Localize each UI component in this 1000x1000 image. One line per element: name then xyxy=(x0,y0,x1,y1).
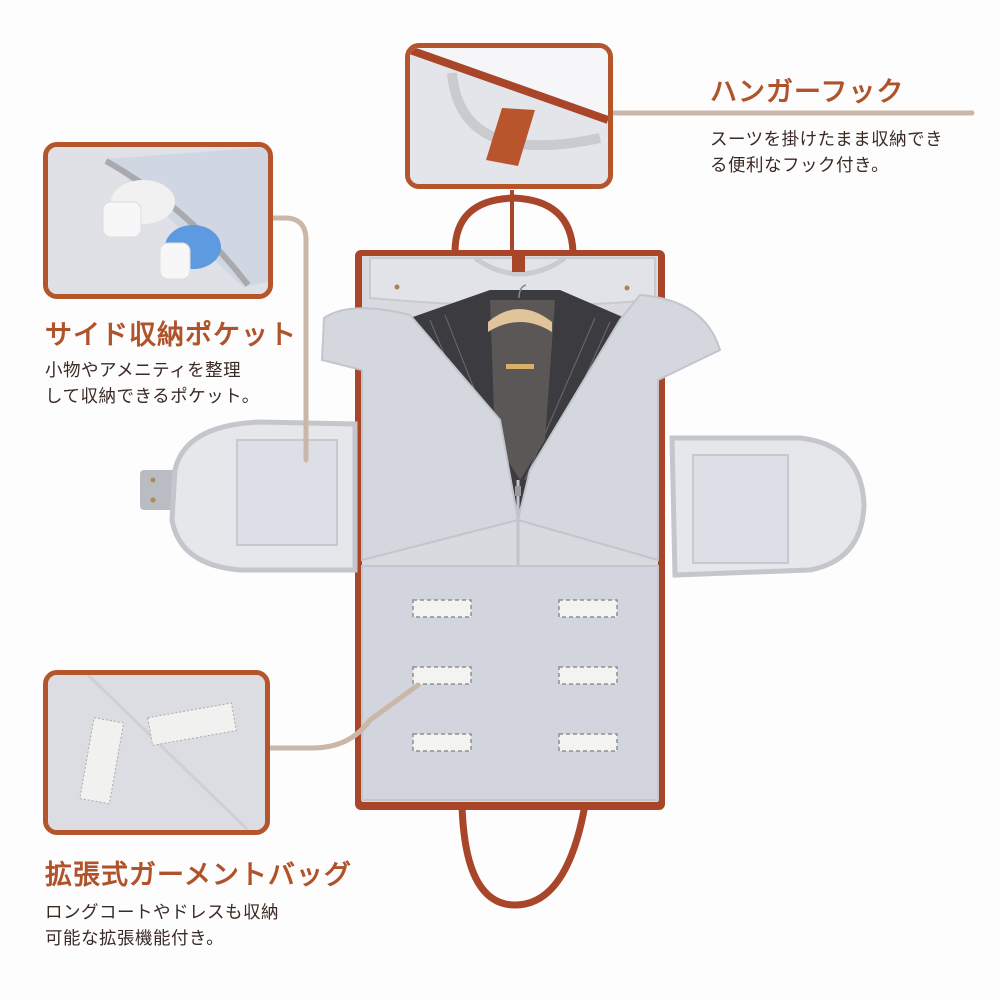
expandable-bag-inset xyxy=(43,670,270,835)
expandable-bag-title: 拡張式ガーメントバッグ xyxy=(45,860,352,891)
expandable-bag-description: ロングコートやドレスも収納 可能な拡張機能付き。 xyxy=(45,903,279,949)
side-pocket-closeup-image xyxy=(48,147,268,294)
left-side-pocket xyxy=(140,419,358,573)
right-side-pocket xyxy=(669,435,867,578)
velcro-closeup-image xyxy=(48,675,265,830)
side-pocket-connector xyxy=(269,215,309,463)
hanger-hook-description: スーツを掛けたまま収納でき る便利なフック付き。 xyxy=(710,130,944,176)
hanger-hook-inset xyxy=(405,43,613,189)
hanger-hook-closeup-image xyxy=(410,48,608,184)
velcro-strip-vertical xyxy=(79,717,125,805)
side-pocket-description: 小物やアメニティを整理 して収納できるポケット。 xyxy=(45,361,260,407)
hanger-hook-strap xyxy=(512,252,525,272)
bottom-handle xyxy=(458,804,589,909)
velcro-strip-horizontal xyxy=(147,702,237,746)
leather-strap-icon xyxy=(486,108,535,166)
side-pocket-title: サイド収納ポケット xyxy=(45,320,297,351)
expandable-bag-connector xyxy=(265,682,421,751)
wooden-hanger xyxy=(488,309,552,332)
velcro-patches xyxy=(412,599,618,752)
side-pocket-inset xyxy=(43,142,273,299)
hanger-hook-title: ハンガーフック xyxy=(710,77,905,108)
